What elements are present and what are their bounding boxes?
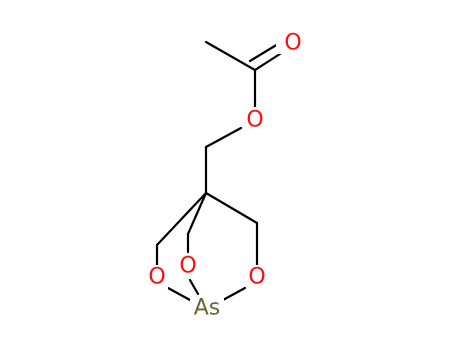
label-mask-o-middle <box>177 255 199 279</box>
bond-qc-middle-arm <box>186 191 208 236</box>
atom-o-left: O <box>148 265 165 290</box>
label-mask-o-right <box>246 265 268 289</box>
bond-carbonyl-double-2 <box>248 42 280 63</box>
bond-ester-o-ch2 <box>204 126 243 149</box>
bond-carbonyl-double-1 <box>253 50 285 72</box>
bond-qc-right-arm <box>204 191 259 225</box>
label-mask-o-left <box>146 265 168 289</box>
label-mask-o-ester <box>244 107 266 131</box>
atom-label-group: O O O O O As <box>146 30 302 321</box>
label-mask-arsenic <box>190 295 224 321</box>
atom-o-right: O <box>248 265 265 290</box>
label-mask-o-carbonyl <box>276 30 298 54</box>
bond-methyl-carbonyl <box>204 40 257 72</box>
bond-right-o-as <box>221 286 247 302</box>
atom-o-middle: O <box>179 254 196 279</box>
atom-o-carbonyl: O <box>284 31 301 56</box>
bond-group <box>155 40 285 302</box>
atom-o-ester: O <box>246 108 263 133</box>
bond-left-o-as <box>166 286 192 302</box>
atom-arsenic: As <box>194 296 221 321</box>
bond-qc-left-arm <box>155 191 208 247</box>
bond-middle-o-as <box>188 278 200 296</box>
